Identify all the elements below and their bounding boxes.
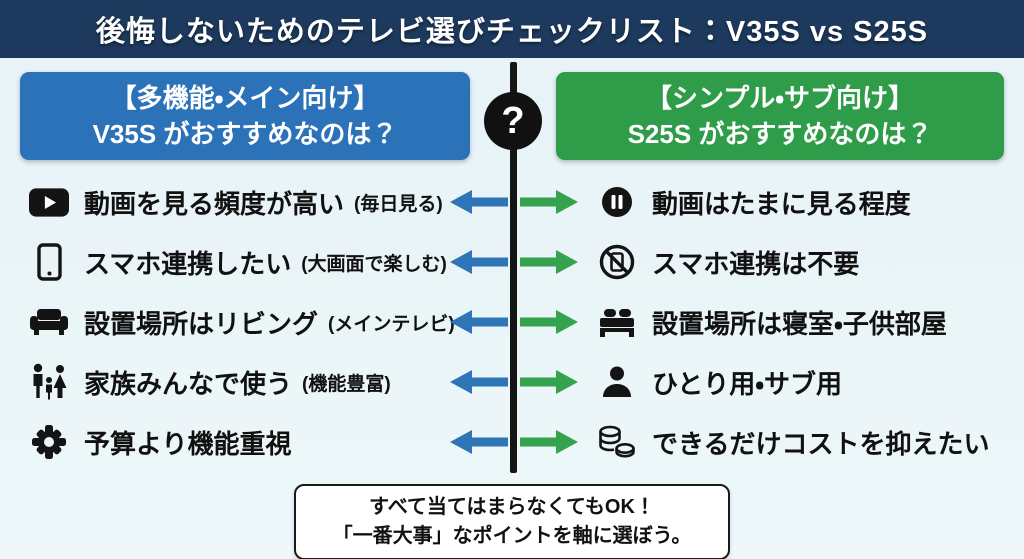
right-item-text: できるだけコストを抑えたい	[652, 428, 990, 459]
arrow-to-right-icon	[520, 249, 578, 275]
right-item-budget: できるだけコストを抑えたい	[578, 424, 1024, 461]
smartphone-icon	[28, 243, 70, 281]
left-item-note: (大画面で楽しむ)	[301, 253, 447, 275]
left-header-line2: V35S がおすすめなのは？	[92, 119, 398, 149]
left-item-text: 動画を見る頻度が高い	[84, 188, 345, 219]
left-item-users: 家族みんなで使う (機能豊富)	[0, 363, 450, 401]
right-column-header: 【シンプル・サブ向け】 S25S がおすすめなのは？	[556, 72, 1004, 160]
youtube-play-icon	[28, 187, 70, 217]
right-item-smartphone: スマホ連携は不要	[578, 244, 1024, 281]
footer-note: すべて当てはまらなくてもOK！ 「一番大事」なポイントを軸に選ぼう。	[294, 484, 730, 559]
center-divider-line	[510, 62, 517, 473]
coins-icon	[596, 425, 638, 459]
left-item-text: 設置場所はリビング	[84, 308, 319, 339]
right-item-location: 設置場所は寝室・子供部屋	[578, 304, 1024, 341]
arrow-to-left-icon	[450, 189, 508, 215]
comparison-row-users: 家族みんなで使う (機能豊富) ひとり用・サブ用	[0, 352, 1024, 412]
no-phone-icon	[596, 244, 638, 280]
left-column-header: 【多機能・メイン向け】 V35S がおすすめなのは？	[20, 72, 470, 160]
left-item-note: (機能豊富)	[302, 373, 391, 395]
question-mark-badge: ?	[484, 92, 542, 150]
right-item-text: 設置場所は寝室・子供部屋	[652, 308, 947, 339]
family-icon	[28, 363, 70, 401]
gear-icon	[28, 425, 70, 459]
left-item-video: 動画を見る頻度が高い (毎日見る)	[0, 184, 450, 221]
right-item-text: スマホ連携は不要	[652, 248, 860, 279]
arrow-to-left-icon	[450, 369, 508, 395]
arrow-to-right-icon	[520, 369, 578, 395]
left-item-location: 設置場所はリビング (メインテレビ)	[0, 304, 455, 341]
footer-note-line1: すべて当てはまらなくてもOK！	[369, 496, 655, 518]
left-header-line1: 【多機能・メイン向け】	[110, 82, 380, 113]
arrow-to-left-icon	[450, 309, 508, 335]
comparison-rows: 動画を見る頻度が高い (毎日見る) 動画はたまに見る程度	[0, 172, 1024, 472]
left-item-note: (毎日見る)	[354, 193, 443, 215]
comparison-row-video: 動画を見る頻度が高い (毎日見る) 動画はたまに見る程度	[0, 172, 1024, 232]
person-icon	[596, 365, 638, 399]
sofa-icon	[28, 307, 70, 337]
arrow-to-left-icon	[450, 429, 508, 455]
left-item-text: 予算より機能重視	[84, 428, 292, 459]
bed-icon	[596, 306, 638, 338]
left-item-note: (メインテレビ)	[328, 313, 455, 335]
left-item-text: 家族みんなで使う	[84, 368, 293, 399]
question-mark: ?	[501, 99, 525, 142]
comparison-row-smartphone: スマホ連携したい (大画面で楽しむ) スマホ連携は不要	[0, 232, 1024, 292]
comparison-row-location: 設置場所はリビング (メインテレビ) 設置場所は寝室・子供部屋	[0, 292, 1024, 352]
right-item-users: ひとり用・サブ用	[578, 364, 1024, 401]
arrow-to-left-icon	[450, 249, 508, 275]
right-item-text: 動画はたまに見る程度	[652, 188, 911, 219]
arrow-to-right-icon	[520, 309, 578, 335]
right-header-line2: S25S がおすすめなのは？	[627, 119, 933, 149]
left-item-budget: 予算より機能重視	[0, 424, 450, 461]
comparison-row-budget: 予算より機能重視 できるだけコストを抑えたい	[0, 412, 1024, 472]
right-item-video: 動画はたまに見る程度	[578, 184, 1024, 221]
header-bar: 後悔しないためのテレビ選びチェックリスト：V35S vs S25S	[0, 0, 1024, 58]
footer-note-line2: 「一番大事」なポイントを軸に選ぼう。	[332, 525, 692, 547]
left-item-smartphone: スマホ連携したい (大画面で楽しむ)	[0, 243, 450, 281]
pause-icon	[596, 186, 638, 218]
arrow-to-right-icon	[520, 429, 578, 455]
right-item-text: ひとり用・サブ用	[652, 368, 843, 399]
right-header-line1: 【シンプル・サブ向け】	[645, 82, 915, 113]
arrow-to-right-icon	[520, 189, 578, 215]
page-title: 後悔しないためのテレビ選びチェックリスト：V35S vs S25S	[95, 16, 929, 48]
left-item-text: スマホ連携したい	[84, 248, 292, 279]
